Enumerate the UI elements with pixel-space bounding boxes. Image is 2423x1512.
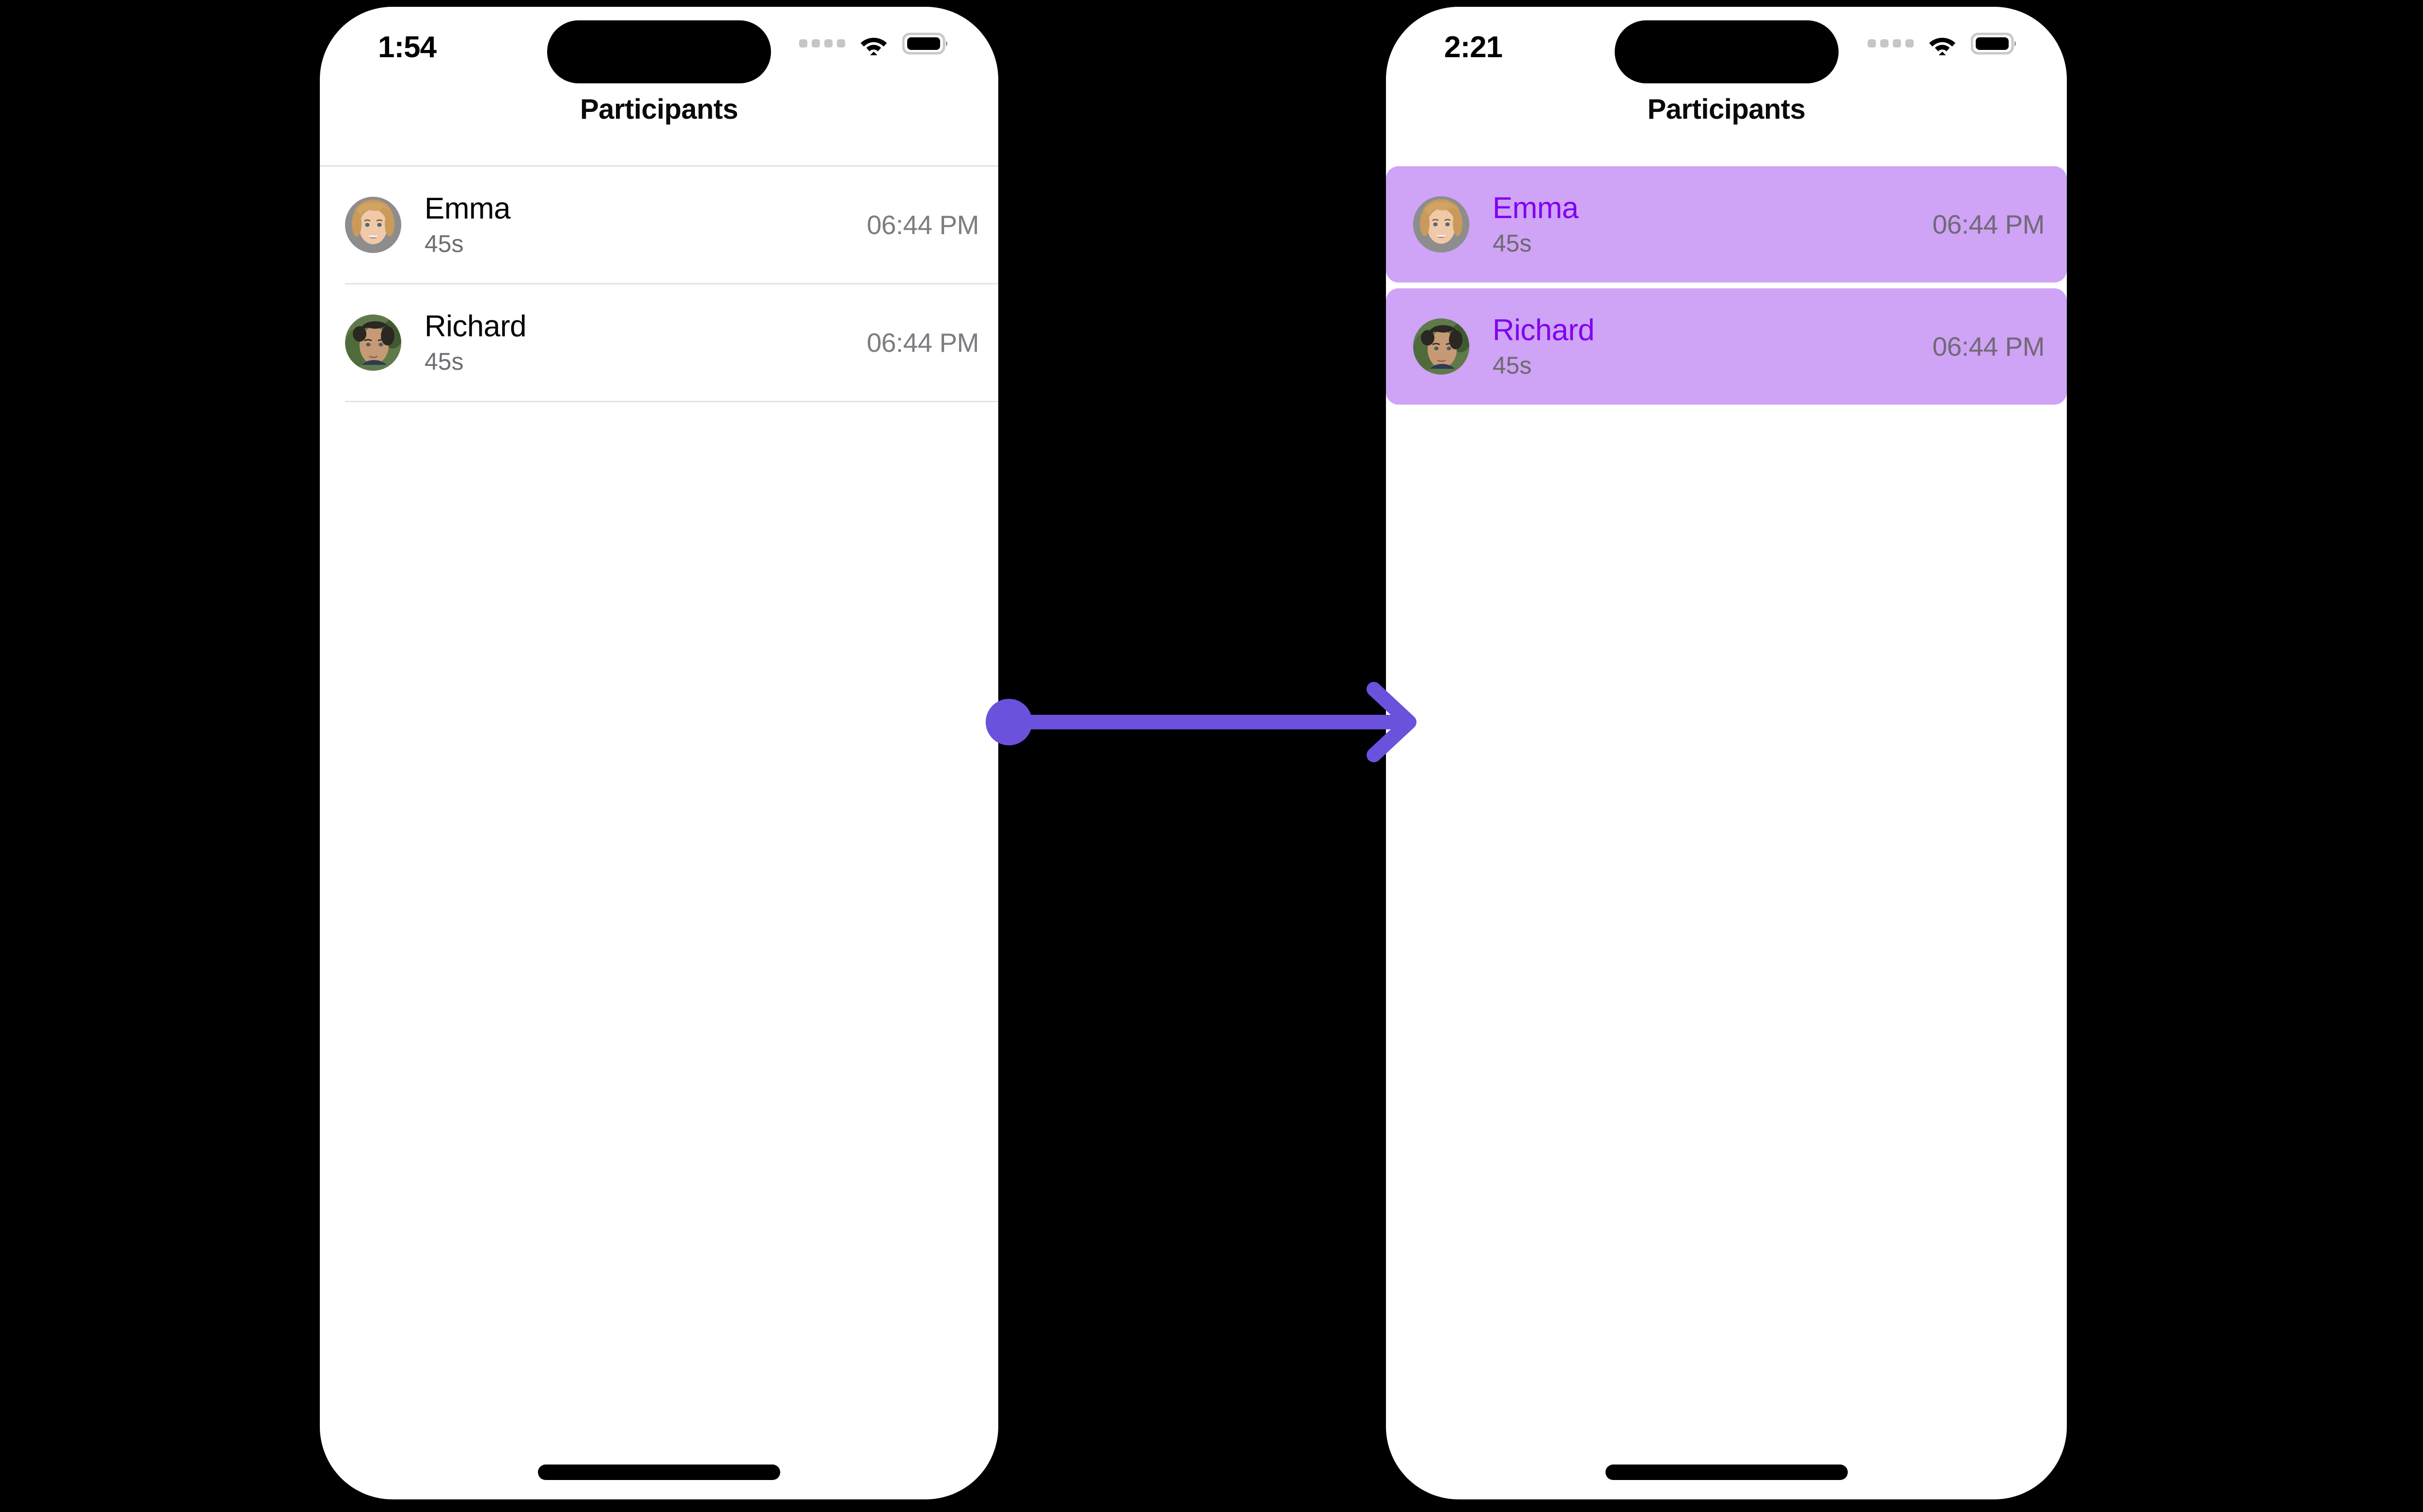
participant-duration: 45s [425, 230, 464, 257]
participant-row-emma-selected[interactable]: Emma 45s 06:44 PM [1386, 166, 2067, 283]
status-bar-time: 2:21 [1444, 31, 1503, 64]
cellular-dots-icon [799, 39, 845, 47]
participant-row-emma[interactable]: Emma 45s 06:44 PM [345, 167, 998, 284]
wifi-icon [1929, 38, 1955, 55]
participant-row-richard-selected[interactable]: Richard 45s 06:44 PM [1386, 288, 2067, 405]
home-indicator [1605, 1465, 1848, 1480]
phone-screen-after: 2:21 Participants [1386, 7, 2067, 1499]
page-title: Participants [1647, 94, 1806, 125]
richard-avatar [1413, 318, 1469, 375]
participant-duration: 45s [1493, 352, 1532, 379]
arrow-right-icon [986, 682, 1416, 762]
status-bar-indicators [799, 32, 949, 55]
participant-name: Emma [425, 192, 511, 225]
nav-bar-after: Participants [1386, 92, 2067, 150]
cellular-dots-icon [1868, 39, 1914, 47]
participant-info: Richard 45s [1493, 314, 1595, 379]
dynamic-island [547, 20, 771, 83]
nav-bar-before: Participants [320, 92, 998, 150]
participant-timestamp: 06:44 PM [1932, 331, 2045, 362]
participant-name: Richard [425, 310, 527, 343]
participant-info: Emma 45s [1493, 191, 1579, 257]
participant-timestamp: 06:44 PM [866, 210, 979, 240]
home-indicator [538, 1465, 780, 1480]
status-bar-indicators [1868, 32, 2017, 55]
emma-avatar [345, 197, 401, 253]
participant-name: Richard [1493, 314, 1595, 347]
richard-avatar [345, 315, 401, 371]
participant-timestamp: 06:44 PM [866, 328, 979, 358]
participant-info: Richard 45s [425, 310, 527, 375]
status-bar-after: 2:21 [1386, 7, 2067, 92]
dynamic-island [1614, 20, 1839, 83]
participants-list-before: Emma 45s 06:44 PM [320, 165, 998, 402]
wifi-icon [861, 38, 887, 55]
participant-row-richard[interactable]: Richard 45s 06:44 PM [345, 284, 998, 402]
transition-annotation [984, 669, 1430, 775]
phone-screen-before: 1:54 Participants [320, 7, 998, 1499]
status-bar-before: 1:54 [320, 7, 998, 92]
participant-info: Emma 45s [425, 192, 511, 257]
participants-list-after: Emma 45s 06:44 PM [1386, 166, 2067, 405]
participant-timestamp: 06:44 PM [1932, 209, 2045, 239]
participant-name: Emma [1493, 191, 1579, 225]
emma-avatar [1413, 196, 1469, 252]
battery-full-icon [1971, 32, 2016, 55]
participant-duration: 45s [1493, 230, 1532, 257]
participant-duration: 45s [425, 348, 464, 375]
status-bar-time: 1:54 [378, 31, 437, 64]
battery-full-icon [902, 32, 947, 55]
page-title: Participants [580, 94, 739, 125]
